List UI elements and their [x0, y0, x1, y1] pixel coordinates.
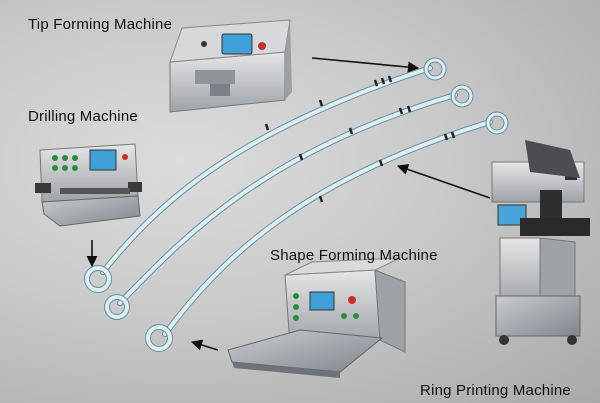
catheter-2 [104, 84, 474, 320]
tip-forming-machine-image [169, 19, 292, 113]
arrow-shape-forming [190, 339, 219, 351]
arrow-ring-printing [396, 164, 491, 199]
ring-printing-machine-label: Ring Printing Machine [420, 382, 571, 399]
catheter-3 [145, 111, 509, 352]
drilling-machine-image [35, 143, 142, 227]
drilling-machine-label: Drilling Machine [28, 108, 138, 125]
shape-forming-machine-label: Shape Forming Machine [270, 247, 438, 264]
shape-forming-machine-image [227, 257, 406, 378]
tip-forming-machine-label: Tip Forming Machine [28, 16, 173, 33]
catheter-1 [84, 57, 447, 293]
ring-printing-machine-image [491, 140, 590, 345]
arrow-tip-forming [311, 57, 420, 73]
